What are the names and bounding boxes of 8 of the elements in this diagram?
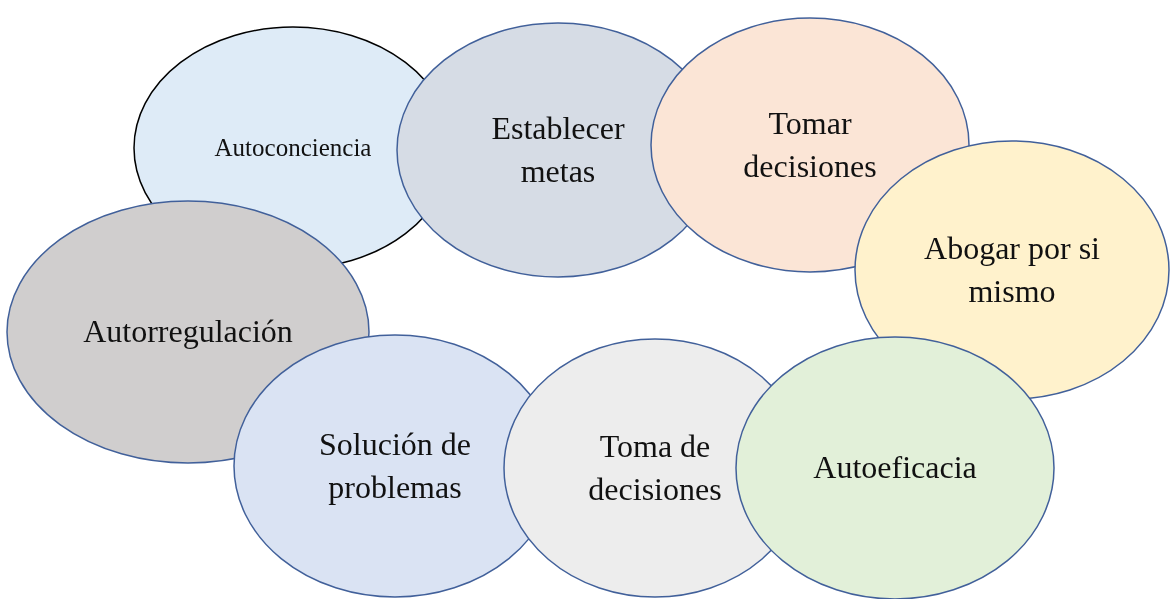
ellipse-label: Tomar decisiones (742, 103, 878, 186)
ellipse-label: Autorregulación (82, 312, 294, 352)
ellipse-label: Establecer metas (490, 108, 626, 191)
ellipse-label: Autoconciencia (213, 133, 373, 164)
ellipse-label: Autoeficacia (812, 448, 978, 488)
ellipse-label: Toma de decisiones (587, 426, 723, 509)
ellipse-label: Abogar por si mismo (923, 228, 1101, 311)
ellipse-label: Solución de problemas (318, 424, 472, 507)
